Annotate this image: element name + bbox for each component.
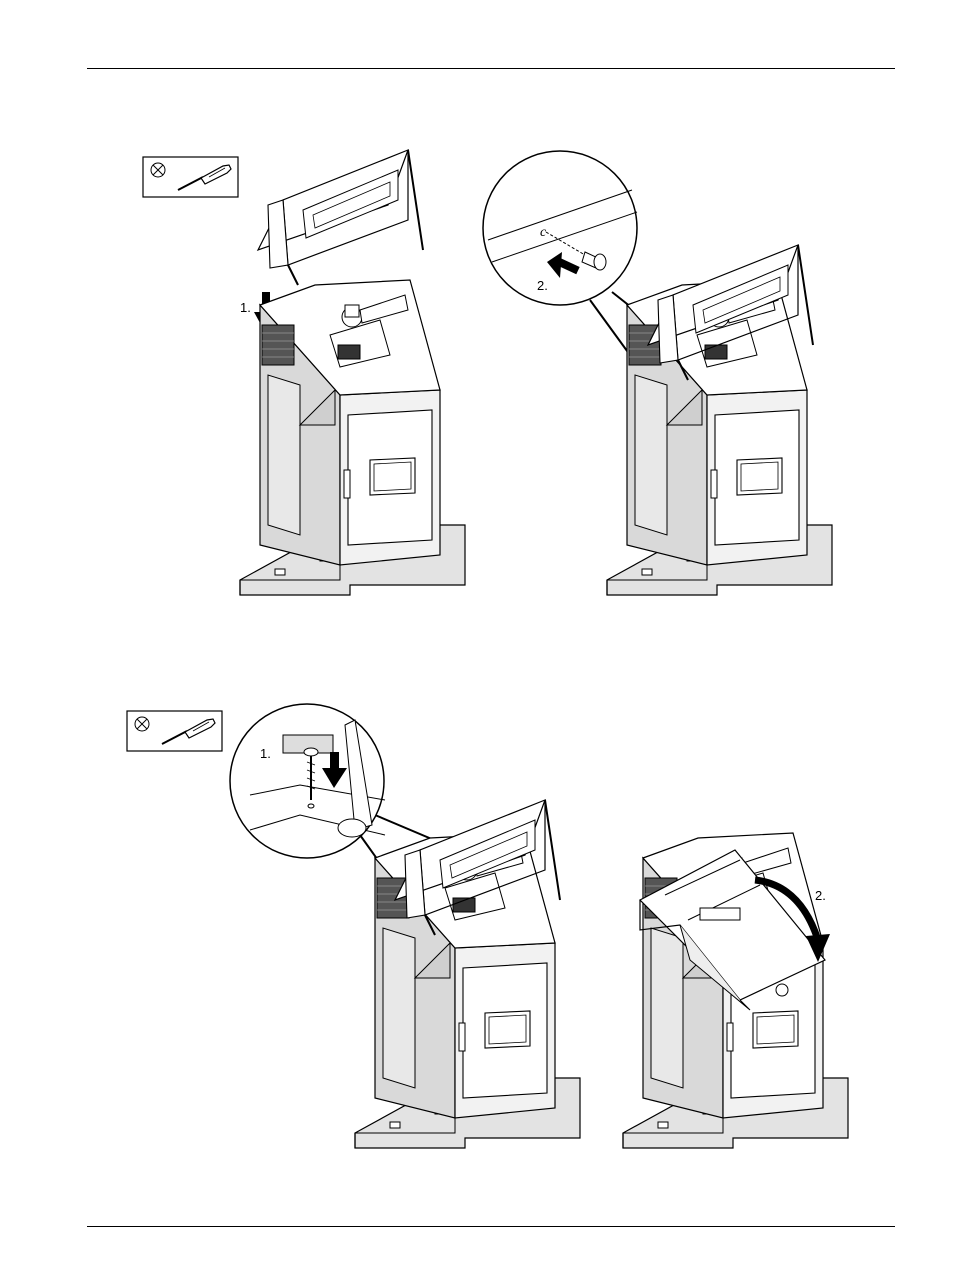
step-2-label: 2. bbox=[537, 278, 548, 293]
tool-box-bottom bbox=[127, 711, 222, 751]
step-1-label: 1. bbox=[240, 300, 251, 315]
phillips-screwdriver-icon bbox=[143, 157, 238, 197]
phillips-screwdriver-icon bbox=[127, 711, 222, 751]
step-1-label: 1. bbox=[260, 746, 271, 761]
tool-box-top bbox=[143, 157, 238, 197]
cabinet-bottom-left bbox=[355, 833, 580, 1148]
svg-text:c: c bbox=[540, 225, 547, 240]
figure-bottom: 1. 2. bbox=[127, 704, 848, 1148]
cabinet-top-right bbox=[607, 280, 832, 595]
figure-top: 1. c 2. bbox=[143, 150, 832, 595]
step-2-label: 2. bbox=[815, 888, 826, 903]
cabinet-top-left bbox=[240, 280, 465, 595]
lid-top-left bbox=[258, 150, 423, 285]
